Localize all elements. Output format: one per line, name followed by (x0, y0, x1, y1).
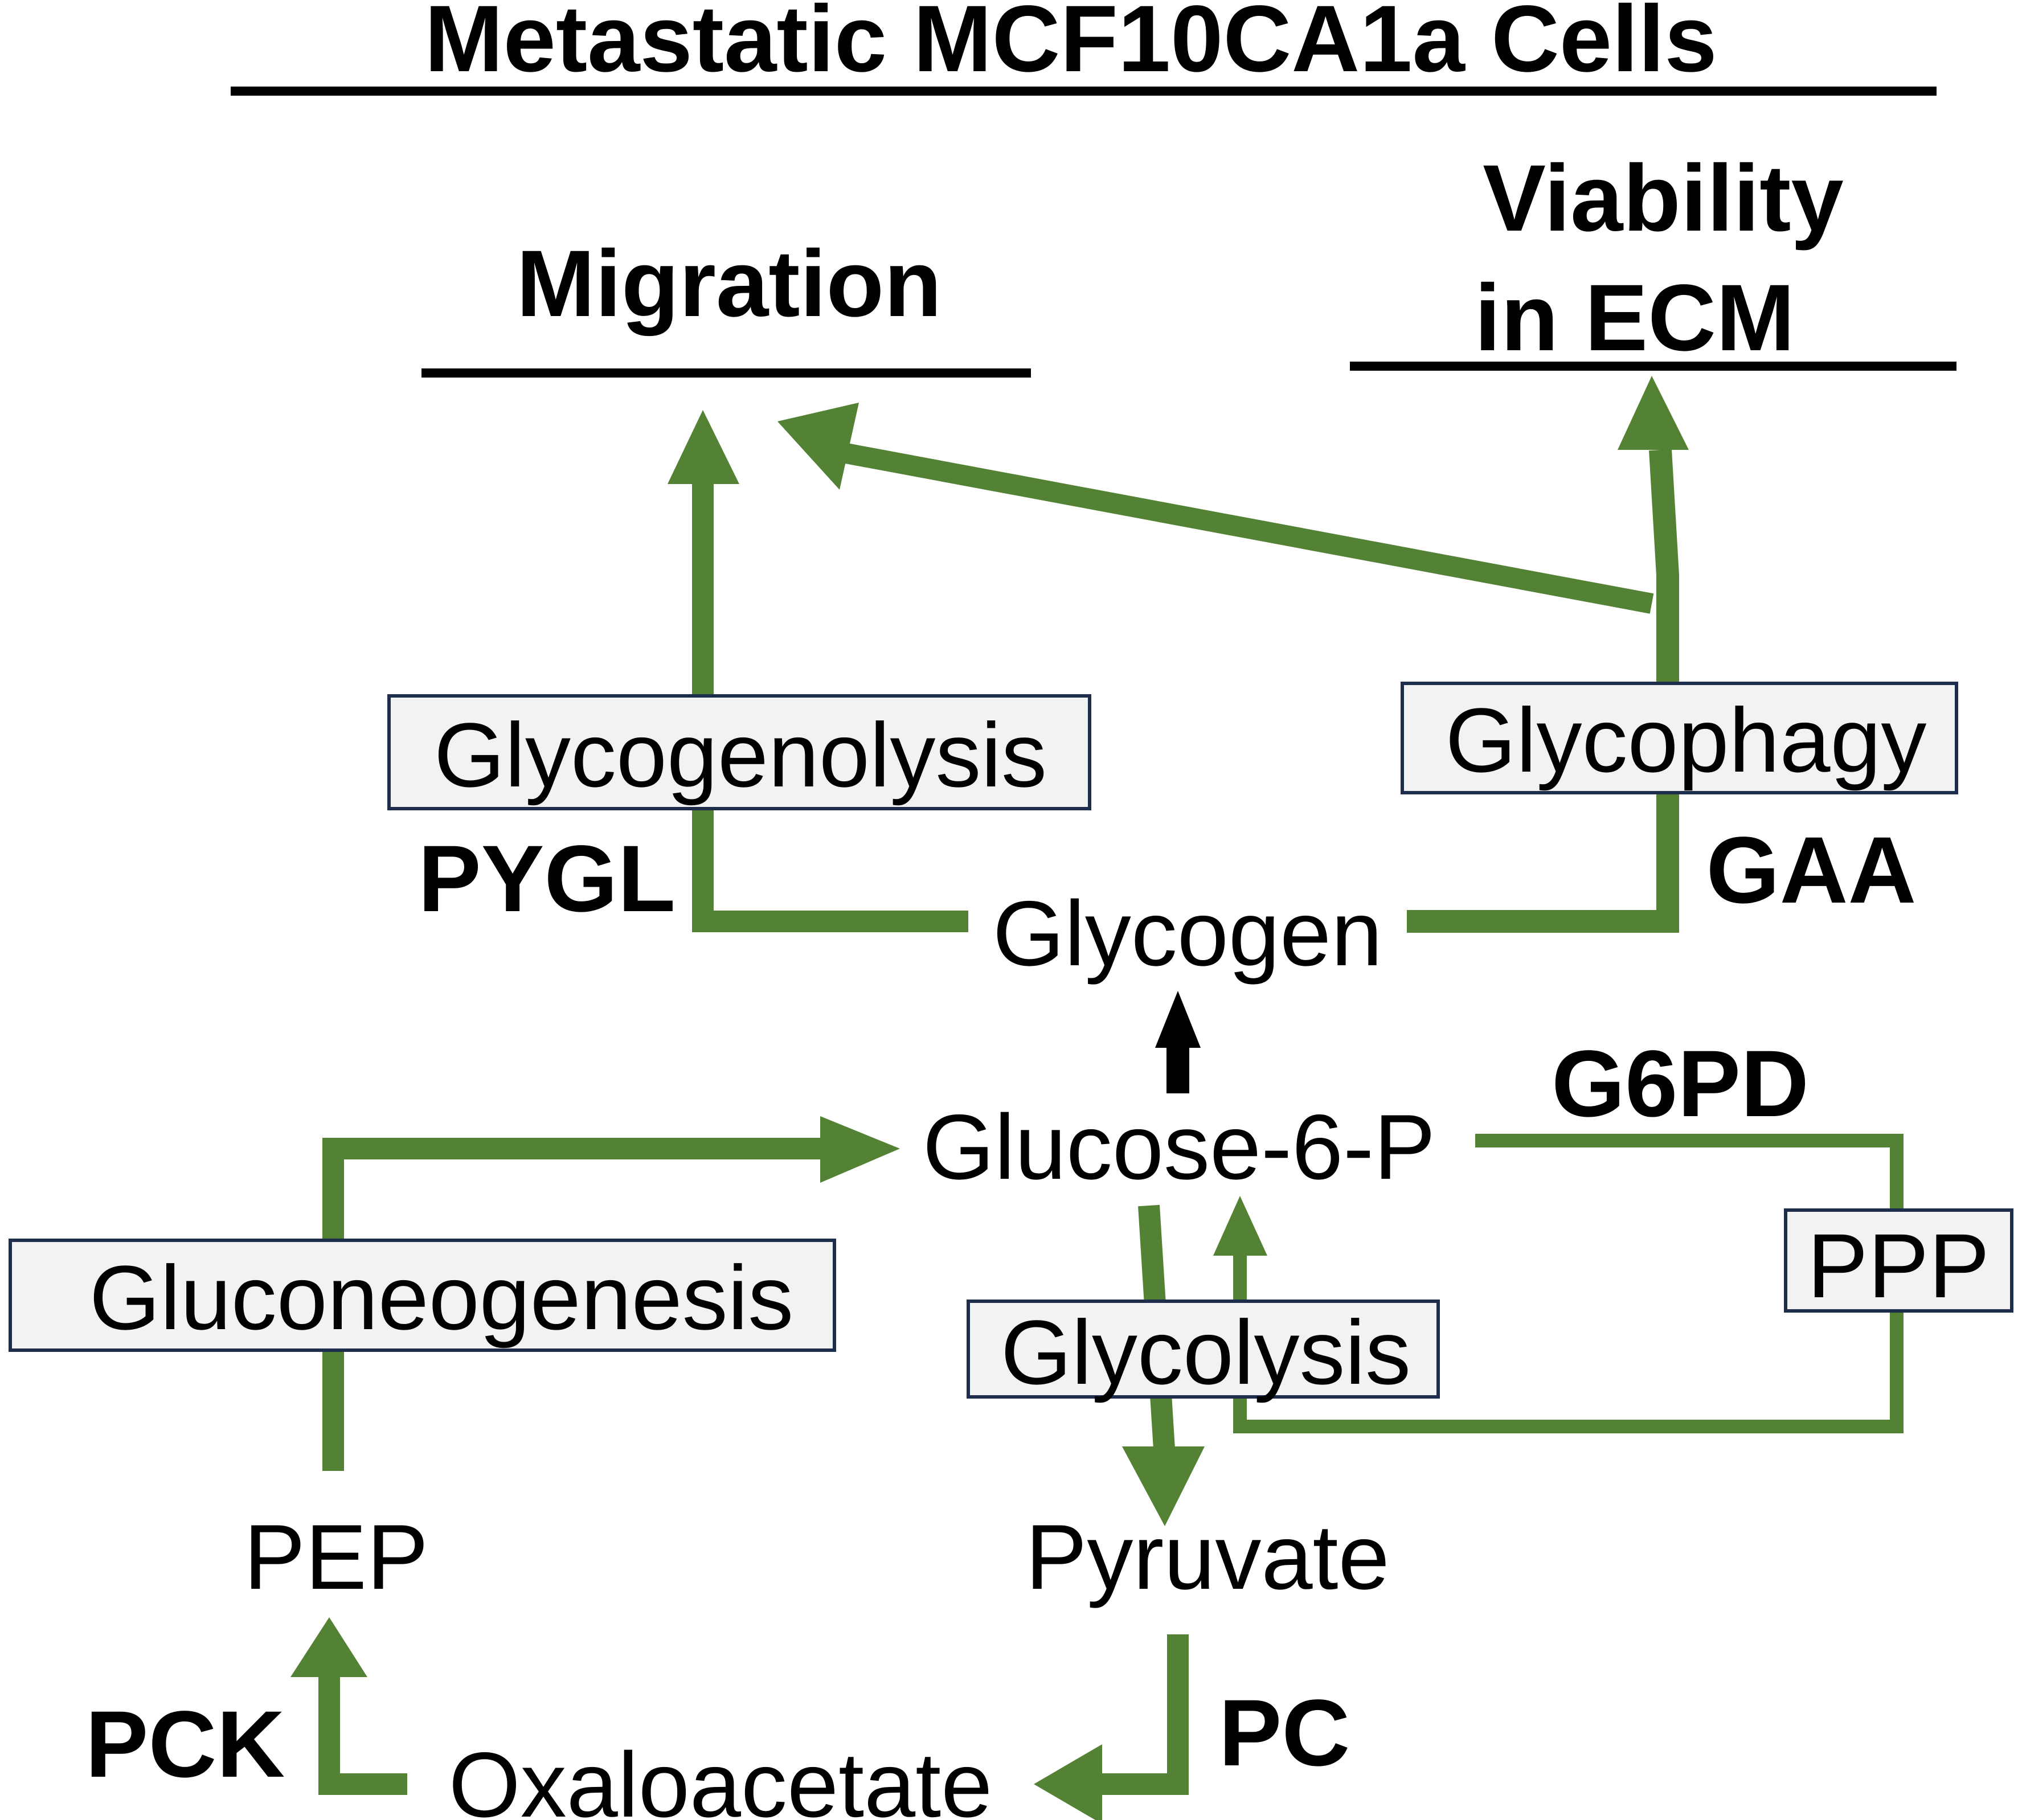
gluconeogenesis-label: Gluconeogenesis (89, 1247, 793, 1348)
diagram-title: Metastatic MCF10CA1a Cells (424, 0, 1717, 92)
enzyme-pygl: PYGL (418, 826, 676, 932)
arrow-glycogen-to-migration (692, 461, 968, 932)
outcome-viability-line1: Viability (1483, 146, 1844, 251)
arrowhead-migration-vertical (668, 410, 739, 484)
arrow-pep-to-g6p (322, 1138, 832, 1471)
outcome-migration: Migration (517, 231, 942, 337)
arrowhead-pep (290, 1617, 367, 1677)
metabolite-oxaloacetate: Oxaloacetate (449, 1733, 993, 1820)
arrowhead-pyruvate (1122, 1446, 1205, 1526)
glycogenolysis-label: Glycogenolysis (434, 704, 1047, 806)
process-glycogenolysis: Glycogenolysis (387, 694, 1091, 810)
process-ppp: PPP (1784, 1208, 2013, 1317)
enzyme-pc: PC (1219, 1680, 1350, 1786)
arrowhead-viability (1618, 376, 1689, 450)
metabolite-pep: PEP (244, 1506, 428, 1609)
metabolite-glucose-6-p: Glucose-6-P (923, 1096, 1435, 1199)
arrow-glycophagy-to-migration (841, 442, 1654, 614)
arrow-pyruvate-to-oxaloacetate (1102, 1634, 1189, 1795)
outcome-viability-line2: in ECM (1475, 265, 1795, 371)
glycolysis-box (967, 1300, 1440, 1399)
arrowhead-migration-diagonal (777, 403, 859, 490)
ppp-box (1784, 1208, 2013, 1313)
enzyme-gaa: GAA (1706, 818, 1917, 923)
gluconeogenesis-box (9, 1239, 836, 1352)
glycogenolysis-box (387, 694, 1091, 810)
glycolysis-label: Glycolysis (1001, 1301, 1411, 1403)
arrowhead-ppp-return (1213, 1196, 1267, 1256)
process-gluconeogenesis: Gluconeogenesis (9, 1239, 836, 1352)
arrow-oxaloacetate-to-pep (318, 1666, 407, 1795)
glycophagy-label: Glycophagy (1446, 689, 1927, 791)
enzyme-g6pd: G6PD (1552, 1031, 1809, 1137)
arrowhead-g6p-to-glycogen (1155, 991, 1201, 1048)
glycophagy-box (1401, 682, 1958, 794)
ppp-label: PPP (1807, 1215, 1990, 1317)
arrowhead-g6p-gluconeogenesis (820, 1116, 900, 1183)
metabolite-pyruvate: Pyruvate (1025, 1506, 1389, 1609)
metabolite-glycogen: Glycogen (993, 882, 1382, 985)
process-glycolysis: Glycolysis (967, 1300, 1440, 1403)
enzyme-pck: PCK (85, 1692, 285, 1797)
process-glycophagy: Glycophagy (1401, 682, 1958, 794)
arrowhead-oxaloacetate (1034, 1744, 1102, 1820)
